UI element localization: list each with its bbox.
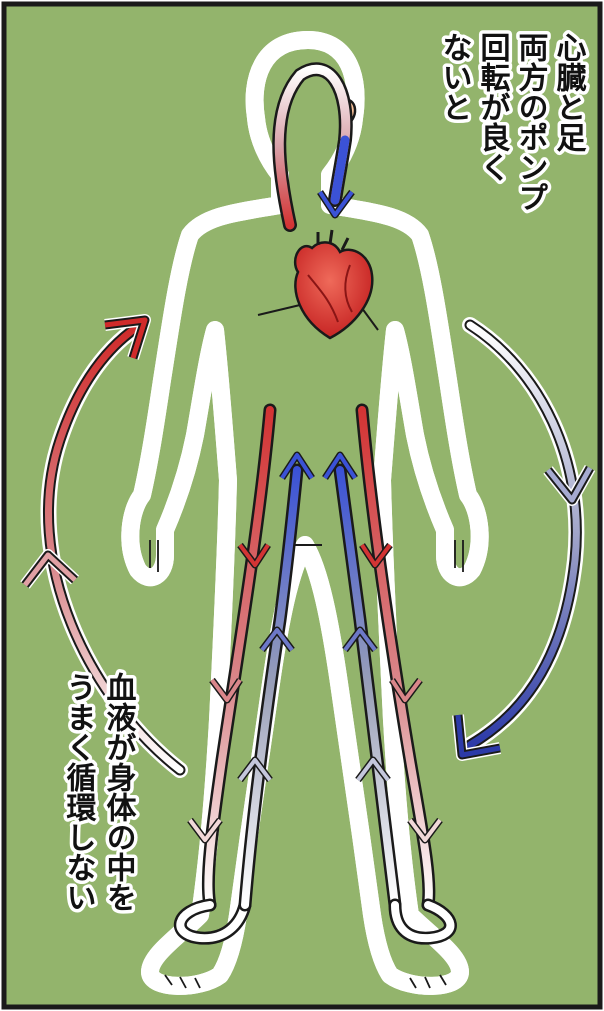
caption-bottom-col-2: うまく循環しない	[61, 672, 97, 912]
caption-bottom-col-1: 血液が身体の中を	[101, 672, 137, 912]
caption-top-col-4: ないと	[437, 32, 472, 122]
caption-top-col-1: 心臓と足	[551, 32, 587, 153]
caption-top-col-2: 両方のポンプ	[513, 32, 549, 212]
caption-top-col-3: 回転が良く	[475, 32, 511, 182]
